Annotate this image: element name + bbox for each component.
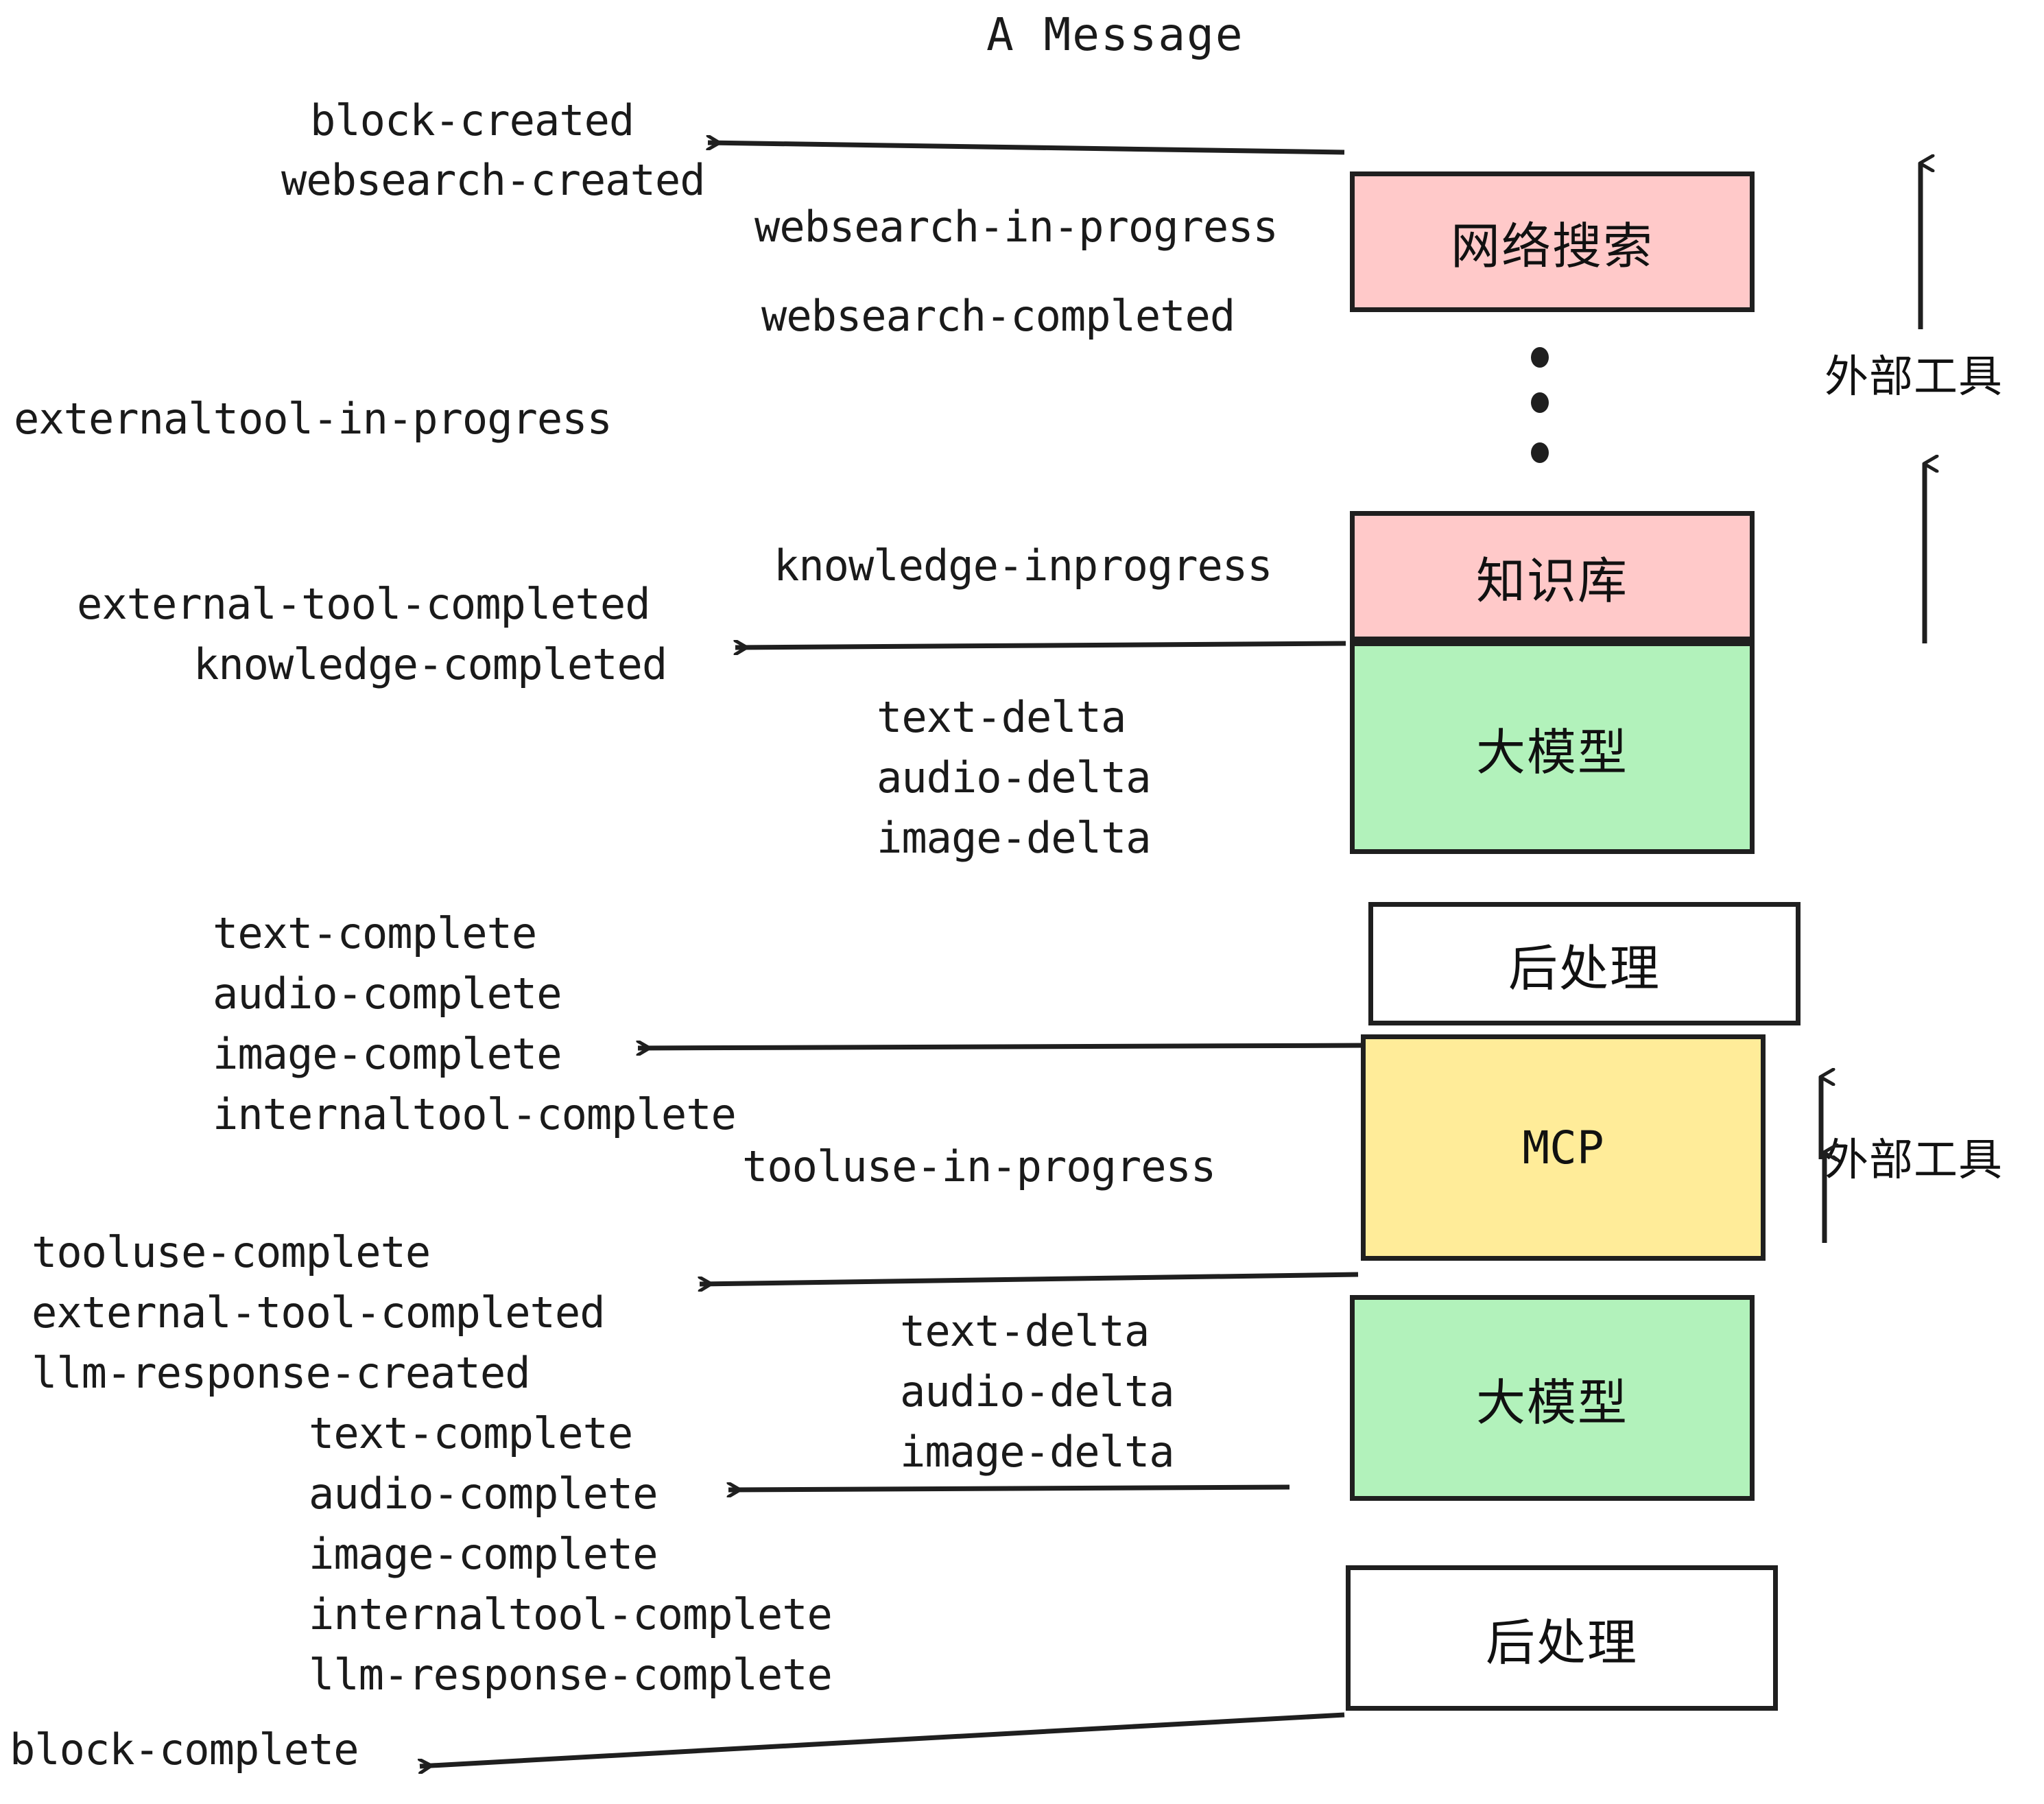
event-label-knowledge-inprogress: knowledge-inprogress (774, 541, 1273, 591)
node-box-mcp: MCP (1361, 1034, 1766, 1261)
ellipsis-dot-3 (1531, 442, 1549, 463)
event-label-internaltool-complete-2: internaltool-complete (309, 1589, 833, 1639)
event-label-llm-response-complete: llm-response-complete (309, 1650, 833, 1700)
node-box-postprocess-1: 后处理 (1368, 902, 1801, 1025)
event-label-text-delta-2: text-delta (900, 1306, 1150, 1356)
event-label-tooluse-complete: tooluse-complete (32, 1227, 431, 1277)
side-label-external-tools-top: 外部工具 (1825, 352, 2003, 403)
event-label-external-tool-completed-1: external-tool-completed (77, 579, 651, 629)
node-box-llm-2: 大模型 (1350, 1295, 1755, 1501)
event-label-tooluse-in-progress: tooluse-in-progress (742, 1141, 1216, 1191)
arrow-llm2-to-audiocomplete (728, 1487, 1290, 1490)
event-label-text-complete-1: text-complete (213, 908, 537, 958)
event-label-externaltool-in-progress: externaltool-in-progress (14, 394, 613, 444)
node-box-websearch: 网络搜索 (1350, 171, 1755, 312)
event-label-block-created: block-created (310, 95, 634, 145)
ellipsis-dot-1 (1531, 347, 1549, 368)
event-label-audio-delta-1: audio-delta (877, 752, 1152, 803)
arrow-knowledge-to-knowledgecompleted (735, 643, 1346, 648)
event-label-audio-complete-2: audio-complete (309, 1469, 658, 1519)
side-label-external-tools-bottom: 外部工具 (1825, 1135, 2003, 1186)
node-box-llm-1: 大模型 (1350, 641, 1755, 854)
event-label-text-complete-2: text-complete (309, 1408, 633, 1458)
event-label-text-delta-1: text-delta (877, 692, 1126, 742)
event-label-audio-complete-1: audio-complete (213, 969, 562, 1019)
event-label-knowledge-completed: knowledge-completed (193, 639, 667, 689)
arrow-postprocess2-to-blockcomplete (420, 1712, 1345, 1766)
node-box-postprocess-2: 后处理 (1346, 1565, 1778, 1711)
event-label-external-tool-completed-2: external-tool-completed (32, 1287, 606, 1338)
event-label-audio-delta-2: audio-delta (900, 1366, 1175, 1416)
arrow-postprocess1-to-imagecomplete (638, 1045, 1366, 1048)
event-label-websearch-completed: websearch-completed (761, 291, 1235, 341)
arrow-mcp-to-tooluse-complete (700, 1272, 1359, 1284)
diagram-title: A Message (986, 8, 1244, 61)
event-label-image-complete-1: image-complete (213, 1029, 562, 1079)
event-label-image-delta-2: image-delta (900, 1427, 1175, 1477)
event-label-internaltool-complete-1: internaltool-complete (213, 1089, 737, 1139)
event-label-llm-response-created: llm-response-created (32, 1348, 531, 1398)
arrow-websearch-to-blockcreated (708, 143, 1345, 155)
event-label-image-delta-1: image-delta (877, 813, 1152, 863)
node-box-knowledge: 知识库 (1350, 511, 1755, 641)
ellipsis-dot-2 (1531, 392, 1549, 413)
event-label-image-complete-2: image-complete (309, 1529, 658, 1579)
event-label-block-complete: block-complete (10, 1724, 359, 1775)
event-label-websearch-in-progress: websearch-in-progress (754, 202, 1279, 252)
event-label-websearch-created: websearch-created (281, 155, 706, 205)
